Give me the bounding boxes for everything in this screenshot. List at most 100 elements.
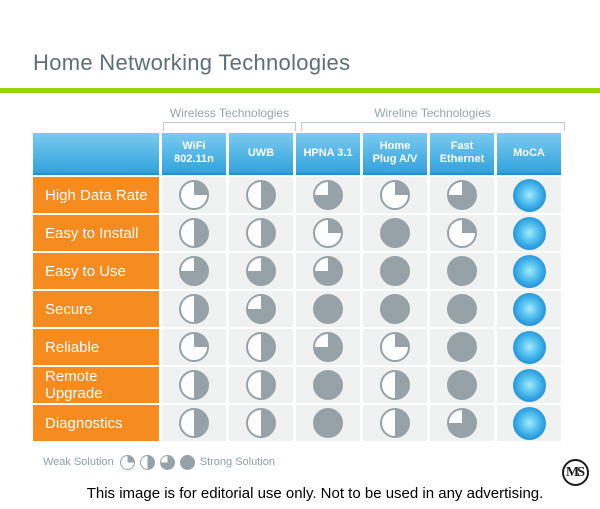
rating-cell [162,367,226,403]
rating-cell [162,329,226,365]
row-label: Easy to Install [33,215,159,251]
half-pie-icon [246,218,276,248]
rating-cell [363,329,427,365]
full-circle-icon [447,332,477,362]
three-quarter-pie-icon [246,294,276,324]
full-circle-icon [380,256,410,286]
rating-cell [497,291,561,327]
rating-cell [229,329,293,365]
rating-cell [229,405,293,441]
column-header-2: UWB [229,133,293,175]
rating-cell [229,177,293,213]
moca-blue-ball-icon [512,178,546,212]
rating-cell [497,177,561,213]
rating-cell [296,367,360,403]
row-label: Remote Upgrade [33,367,159,403]
rating-cell [229,253,293,289]
rating-cell [430,253,494,289]
column-header-5: Fast Ethernet [430,133,494,175]
group-label-wireline: Wireline Technologies [374,106,491,120]
rating-cell [497,405,561,441]
rating-cell [363,253,427,289]
rating-cell [363,367,427,403]
editorial-note: This image is for editorial use only. No… [86,485,544,502]
rating-cell [162,291,226,327]
rating-cell [363,177,427,213]
quarter-pie-icon [380,332,410,362]
half-pie-icon [179,408,209,438]
half-pie-icon [179,294,209,324]
rating-cell [430,329,494,365]
accent-divider [0,88,600,93]
column-header-1: WiFi 802.11n [162,133,226,175]
row-label: Diagnostics [33,405,159,441]
half-pie-icon [246,370,276,400]
legend-icons [119,454,195,470]
rating-cell [229,291,293,327]
quarter-pie-icon [313,218,343,248]
full-circle-icon [179,454,195,470]
rating-cell [430,291,494,327]
wireless-group-bracket [163,122,296,131]
half-pie-icon [246,408,276,438]
quarter-pie-icon [380,180,410,210]
legend-strong-label: Strong Solution [199,456,275,468]
rating-cell [363,405,427,441]
rating-cell [497,215,561,251]
rating-cell [430,215,494,251]
rating-cell [363,215,427,251]
half-pie-icon [246,332,276,362]
legend-weak-label: Weak Solution [43,456,114,468]
rating-cell [296,215,360,251]
rating-cell [497,329,561,365]
rating-cell [430,177,494,213]
moca-blue-ball-icon [512,292,546,326]
rating-cell [162,405,226,441]
group-label-wireless: Wireless Technologies [169,106,290,120]
rating-cell [296,177,360,213]
half-pie-icon [246,180,276,210]
wireline-group-bracket [301,122,565,131]
rating-cell [497,367,561,403]
row-label: High Data Rate [33,177,159,213]
quarter-pie-icon [447,218,477,248]
moca-blue-ball-icon [512,368,546,402]
half-pie-icon [179,370,209,400]
rating-cell [162,215,226,251]
three-quarter-pie-icon [313,332,343,362]
column-header-3: HPNA 3.1 [296,133,360,175]
three-quarter-pie-icon [179,256,209,286]
full-circle-icon [313,408,343,438]
page-title: Home Networking Technologies [33,50,351,75]
rating-cell [162,177,226,213]
full-circle-icon [313,370,343,400]
half-pie-icon [380,408,410,438]
rating-cell [497,253,561,289]
full-circle-icon [447,294,477,324]
ms-monogram-text: MS [566,464,585,480]
table-corner-cell [33,133,159,175]
full-circle-icon [447,370,477,400]
legend: Weak Solution Strong Solution [43,453,275,471]
rating-cell [430,367,494,403]
half-pie-icon [179,218,209,248]
column-header-6: MoCA [497,133,561,175]
quarter-pie-icon [179,332,209,362]
full-circle-icon [380,294,410,324]
quarter-pie-icon [119,454,135,470]
three-quarter-pie-icon [447,408,477,438]
rating-cell [229,367,293,403]
rating-cell [430,405,494,441]
rating-cell [162,253,226,289]
three-quarter-pie-icon [313,180,343,210]
moca-blue-ball-icon [512,254,546,288]
row-label: Reliable [33,329,159,365]
half-pie-icon [380,370,410,400]
quarter-pie-icon [179,180,209,210]
three-quarter-pie-icon [246,256,276,286]
rating-cell [296,329,360,365]
ms-monogram-logo: MS [562,459,589,486]
full-circle-icon [447,256,477,286]
rating-cell [296,291,360,327]
